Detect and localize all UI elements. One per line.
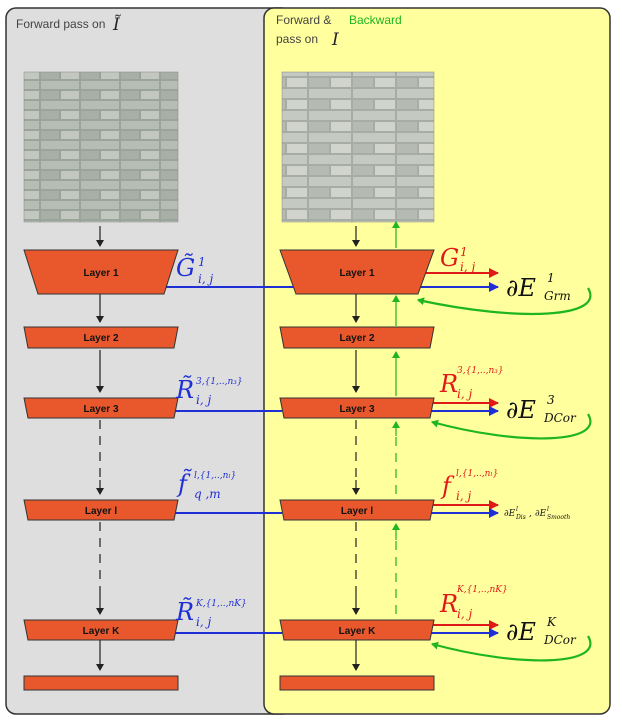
svg-text:i, j: i, j: [456, 489, 471, 503]
svg-text:Layer 2: Layer 2: [339, 333, 374, 344]
svg-text:K,{1,..,nK}: K,{1,..,nK}: [456, 585, 508, 595]
green-loop-layerK: [431, 635, 592, 662]
loss-dis-smooth-layerl: ∂E l Dis , ∂E l Smooth: [504, 506, 570, 521]
green-loop-layer1: [417, 287, 592, 316]
svg-text:∂E: ∂E: [506, 274, 536, 302]
right-layer-3: Layer 3: [279, 397, 435, 419]
svg-text:∂E: ∂E: [506, 618, 536, 646]
svg-text:l,{1,..,nₗ}: l,{1,..,nₗ}: [194, 471, 236, 481]
svg-text:i, j: i, j: [196, 393, 211, 407]
texture-image-right: [281, 71, 435, 223]
svg-text:Layer 2: Layer 2: [83, 333, 118, 344]
svg-text:l: l: [547, 506, 549, 513]
svg-text:Layer 1: Layer 1: [83, 268, 118, 279]
left-layer-K: Layer K: [23, 619, 179, 641]
left-layer-output: [23, 675, 179, 691]
svg-text:1: 1: [547, 271, 555, 285]
label-response-layer3: R 3,{1,..,n₃} i, j: [439, 366, 504, 401]
right-layer-1: Layer 1: [279, 249, 435, 295]
right-layer-K: Layer K: [279, 619, 435, 641]
left-layer-2: Layer 2: [23, 326, 179, 349]
right-layer-l: Layer l: [279, 499, 435, 521]
svg-text:,: ,: [529, 509, 532, 519]
right-panel-title-backward: Backward: [349, 13, 402, 27]
svg-text:Layer l: Layer l: [85, 506, 117, 517]
svg-text:R̃: R̃: [175, 598, 194, 626]
svg-text:R: R: [439, 590, 458, 618]
svg-text:i, j: i, j: [460, 260, 475, 274]
label-response-tilde-layerK: R̃ K,{1,..,nK} i, j: [175, 598, 247, 629]
svg-text:Grm: Grm: [544, 289, 571, 303]
svg-text:i, j: i, j: [196, 615, 211, 629]
loss-dcor-layer3: ∂E 3 DCor: [506, 393, 577, 425]
left-panel-title: Forward pass on: [16, 17, 105, 31]
svg-text:K,{1,..,nK}: K,{1,..,nK}: [195, 599, 247, 609]
svg-text:∂E: ∂E: [535, 509, 547, 519]
svg-text:Layer 1: Layer 1: [339, 268, 374, 279]
svg-text:l: l: [516, 506, 518, 513]
svg-text:∂E: ∂E: [504, 509, 516, 519]
loss-dcor-layerK: ∂E K DCor: [506, 615, 577, 647]
svg-text:Smooth: Smooth: [547, 514, 570, 521]
green-loop-layer3: [431, 413, 592, 440]
svg-text:G: G: [440, 244, 459, 272]
right-layer-output: [279, 675, 435, 691]
svg-text:i, j: i, j: [457, 387, 472, 401]
svg-text:Layer l: Layer l: [341, 506, 373, 517]
left-layer-1: Layer 1: [23, 249, 179, 295]
svg-text:DCor: DCor: [543, 633, 577, 647]
svg-text:3,{1,..,n₃}: 3,{1,..,n₃}: [457, 366, 504, 376]
svg-text:Dis: Dis: [515, 514, 526, 521]
left-panel-title-symbol: Ĩ: [112, 14, 121, 35]
texture-image-left: [23, 71, 179, 223]
left-layer-3: Layer 3: [23, 397, 179, 419]
svg-text:l,{1,..,nₗ}: l,{1,..,nₗ}: [456, 469, 498, 479]
svg-text:Layer 3: Layer 3: [339, 404, 374, 415]
right-panel-title-forward: Forward &: [276, 13, 331, 27]
svg-text:DCor: DCor: [543, 411, 577, 425]
label-response-tilde-layer3: R̃ 3,{1,..,n₃} i, j: [175, 376, 243, 407]
right-layer-2: Layer 2: [279, 326, 435, 349]
svg-text:Layer K: Layer K: [83, 626, 120, 637]
svg-text:∂E: ∂E: [506, 396, 536, 424]
left-layer-l: Layer l: [23, 499, 179, 521]
right-panel-title-symbol: I: [331, 30, 339, 50]
svg-text:G̃: G̃: [176, 254, 195, 282]
svg-text:1: 1: [460, 245, 468, 259]
svg-text:i, j: i, j: [457, 607, 472, 621]
loss-gram-layer1: ∂E 1 Grm: [506, 271, 571, 303]
svg-text:3,{1,..,n₃}: 3,{1,..,n₃}: [196, 377, 243, 387]
svg-text:1: 1: [198, 255, 206, 269]
svg-text:Layer K: Layer K: [339, 626, 376, 637]
svg-text:R: R: [439, 370, 458, 398]
right-panel-title-line2: pass on: [276, 32, 318, 46]
svg-text:q ,m: q ,m: [194, 487, 221, 501]
label-response-layerK: R K,{1,..,nK} i, j: [439, 585, 508, 621]
svg-text:Layer 3: Layer 3: [83, 404, 118, 415]
svg-text:3: 3: [547, 393, 555, 407]
svg-text:K: K: [546, 615, 557, 629]
svg-text:i, j: i, j: [198, 272, 213, 286]
label-gram-layer1: G 1 i, j: [440, 244, 475, 274]
svg-text:R̃: R̃: [175, 376, 194, 404]
label-gram-tilde-layer1: G̃ 1 i, j: [176, 254, 213, 286]
